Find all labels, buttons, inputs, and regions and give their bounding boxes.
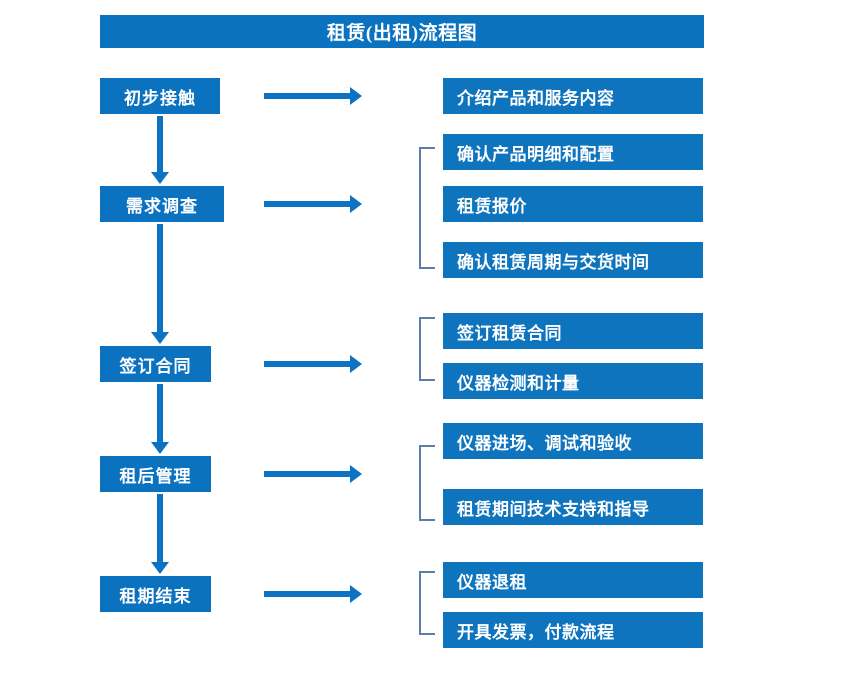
- group-bracket-requirements: [419, 147, 435, 269]
- stage-box-5[interactable]: 租期结束: [100, 576, 211, 612]
- vertical-arrow-3: [151, 384, 169, 454]
- detail-box-1[interactable]: 介绍产品和服务内容: [443, 78, 703, 114]
- stage-box-1[interactable]: 初步接触: [100, 78, 220, 114]
- detail-box-4[interactable]: 确认租赁周期与交货时间: [443, 242, 703, 278]
- stage-box-2[interactable]: 需求调查: [100, 186, 224, 222]
- detail-box-8[interactable]: 租赁期间技术支持和指导: [443, 489, 703, 525]
- page-title: 租赁(出租)流程图: [100, 15, 704, 48]
- detail-box-3[interactable]: 租赁报价: [443, 186, 703, 222]
- horizontal-arrow-1: [264, 87, 362, 105]
- stage-box-4[interactable]: 租后管理: [100, 456, 211, 492]
- detail-box-10[interactable]: 开具发票，付款流程: [443, 612, 703, 648]
- vertical-arrow-4: [151, 494, 169, 574]
- detail-box-2[interactable]: 确认产品明细和配置: [443, 134, 703, 170]
- group-bracket-contract: [419, 317, 435, 381]
- group-bracket-end: [419, 571, 435, 635]
- horizontal-arrow-2: [264, 195, 362, 213]
- detail-box-5[interactable]: 签订租赁合同: [443, 313, 703, 349]
- horizontal-arrow-5: [264, 585, 362, 603]
- vertical-arrow-2: [151, 224, 169, 344]
- stage-box-3[interactable]: 签订合同: [100, 346, 211, 382]
- horizontal-arrow-4: [264, 465, 362, 483]
- vertical-arrow-1: [151, 116, 169, 184]
- group-bracket-after-rent: [419, 445, 435, 521]
- detail-box-7[interactable]: 仪器进场、调试和验收: [443, 423, 703, 459]
- detail-box-9[interactable]: 仪器退租: [443, 562, 703, 598]
- detail-box-6[interactable]: 仪器检测和计量: [443, 363, 703, 399]
- horizontal-arrow-3: [264, 355, 362, 373]
